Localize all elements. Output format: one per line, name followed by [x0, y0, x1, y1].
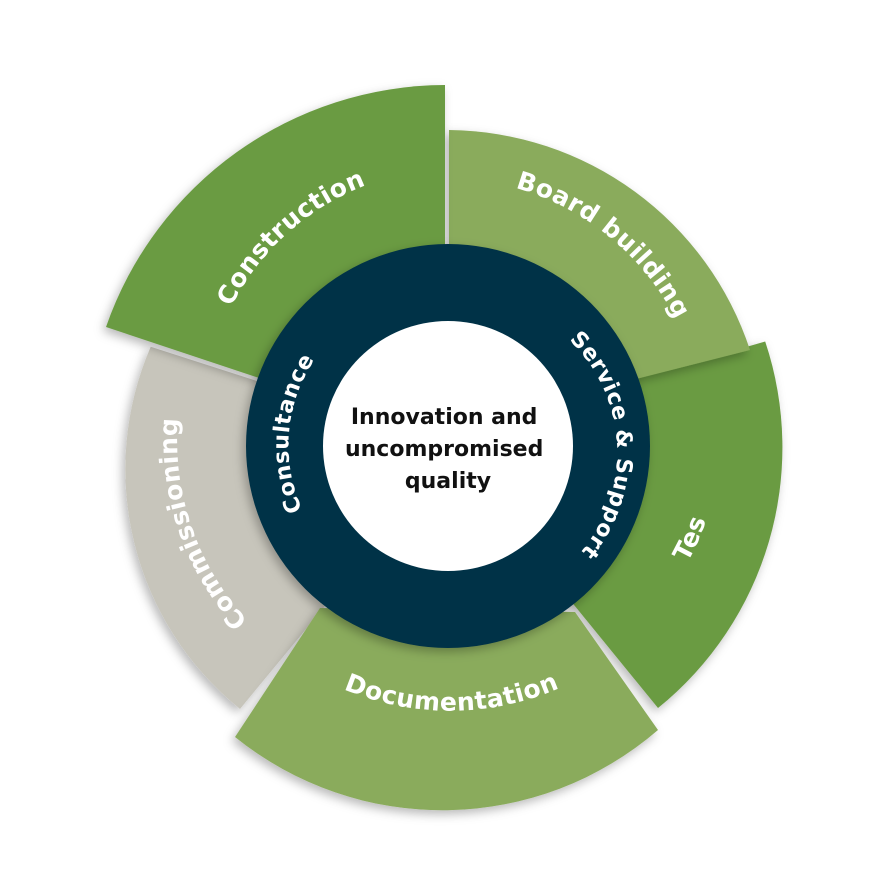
center-title-line-2: uncompromised	[345, 437, 543, 462]
center-circle	[323, 321, 573, 571]
segment-documentation	[235, 608, 658, 811]
center-title-line-1: Innovation and	[351, 405, 538, 430]
segment-board-building	[449, 130, 750, 380]
center-title-line-3: quality	[405, 469, 491, 494]
center-title: Innovation and uncompromised quality	[345, 405, 551, 494]
segment-commissioning	[125, 346, 330, 709]
